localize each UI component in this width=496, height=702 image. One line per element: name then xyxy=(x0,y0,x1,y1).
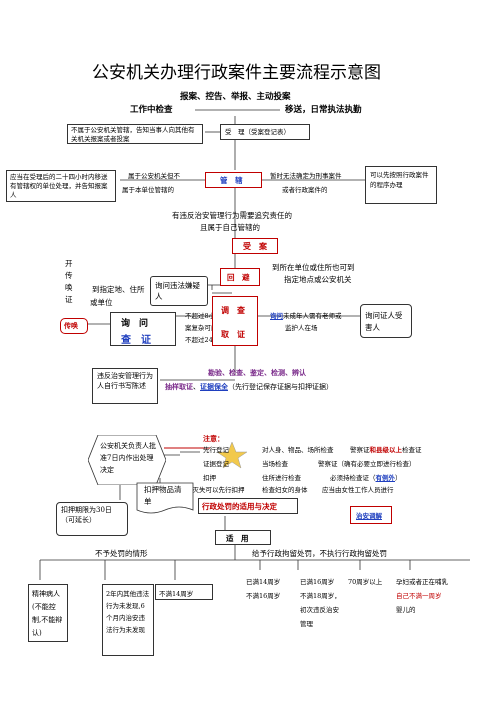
source-right: 移送，日常执法执勤 xyxy=(285,105,362,115)
ask-suspect-box: 询问违法嫌疑人 xyxy=(150,276,208,306)
age-label-10: 婴儿的 xyxy=(396,606,416,614)
summon-box: 传唤 xyxy=(60,318,88,334)
two-years-box: 2年内其他违法行为未发现,6个月内治安违法行为未发现 xyxy=(102,584,154,656)
age-label-2: 不满16周岁 xyxy=(246,592,281,600)
methods-label-2: 抽样取证、证据保全（先行登记保存证据与扣押证据） xyxy=(165,382,333,391)
left-label-1: 属于公安机关但不 xyxy=(128,172,180,180)
no-penalty-label: 不予处罚的情形 xyxy=(95,549,148,558)
at-unit-label: 到所在单位或住所也可到 xyxy=(272,263,355,272)
note-r3c3: 必须持检查证（有例外） xyxy=(330,474,402,482)
source-left: 工作中检查 xyxy=(130,105,173,115)
apply-box: 适 用 xyxy=(215,530,271,545)
note-r2c1: 证据登记 xyxy=(203,460,229,468)
or-unit-label: 或单位 xyxy=(90,298,113,307)
approval-hexagon xyxy=(88,435,166,485)
note-r2c3: 警察证（确有必要立即进行检查） xyxy=(318,460,416,468)
interrogate-label-1: 询 问 xyxy=(121,319,149,329)
age-label-4: 不满18周岁， xyxy=(300,592,341,600)
interrogate-label-2: 查 证 xyxy=(121,335,151,346)
right-label-1: 暂时无法确定为刑事案件 xyxy=(270,172,342,180)
age-label-8: 孕妇或者正在哺乳 xyxy=(396,578,448,586)
detain-period-box: 扣押期限为30日（可延长） xyxy=(56,502,128,536)
suspect-label-2: 且属于自己管辖的 xyxy=(200,223,260,232)
page-title: 公安机关办理行政案件主要流程示意图 xyxy=(92,63,381,83)
age-label-3: 已满16周岁 xyxy=(300,578,335,586)
v-char-3: 唤 xyxy=(65,283,73,292)
penalty-no-exec-label: 给予行政拘留处罚，不执行行政拘留处罚 xyxy=(252,549,387,558)
right-label-2: 或者行政案件的 xyxy=(282,186,328,194)
transfer-left-box: 应当在受理后的二十四小时内移送有管辖权的单位处理，并告知报案人 xyxy=(6,170,116,202)
criminal-box: 可以先按照行政案件的程序办理 xyxy=(365,166,437,204)
suspect-label-1: 有违反治安管理行为需要追究责任的 xyxy=(172,211,292,220)
note-r4c3: 应当由女性工作人员进行 xyxy=(322,486,394,494)
v-char-1: 开 xyxy=(65,259,73,268)
minor-label-2: 监护人在场 xyxy=(285,324,318,332)
approval-text: 公安机关负责人批准7日内作出处理决定 xyxy=(100,442,156,474)
penalty-box: 行政处罚的适用与决定 xyxy=(198,498,298,514)
jurisdiction-box: 管 辖 xyxy=(205,172,262,188)
under14-box: 不满14周岁 xyxy=(155,584,213,600)
age-label-9: 自己不满一周岁 xyxy=(396,592,442,600)
age-label-5: 初次违反治安 xyxy=(300,606,339,614)
to-place-label: 到指定地、住所 xyxy=(92,285,145,294)
ask-witness-box: 询问证人受害人 xyxy=(360,304,412,338)
mental-box: 精神病人(不能控制,不能辩认) xyxy=(28,584,68,642)
not-case-box: 不属于公安机关管辖，告知当事人向其他有关机关报案或者投案 xyxy=(67,124,203,144)
minor-label-1: 询问未成年人需有老师或 xyxy=(270,312,342,320)
investigate-label-1: 调 查 xyxy=(221,305,245,315)
mediation-box: 治安调解 xyxy=(350,506,392,524)
time-label-3: 不超过24小时 xyxy=(185,336,226,344)
v-char-2: 传 xyxy=(65,271,73,280)
case-box: 受 案 xyxy=(232,238,278,254)
note-r1c3: 警察证和县级以上检查证 xyxy=(350,446,422,454)
avoid-box: 回 避 xyxy=(220,268,260,286)
note-r1c2: 对人身、物品、场所检查 xyxy=(262,446,334,454)
v-char-4: 证 xyxy=(65,295,73,304)
detain-list-shape xyxy=(136,482,194,514)
note-label: 注意： xyxy=(203,434,224,443)
investigate-box: 调 查 取 证 xyxy=(212,296,258,346)
accept-box: 受 理（受案登记表） xyxy=(220,124,310,140)
time-label-1: 不超过8小时 xyxy=(185,312,222,320)
star-icon xyxy=(216,441,248,469)
age-label-6: 管理 xyxy=(300,620,313,628)
note-r4c2: 检查妇女的身体 xyxy=(262,486,308,494)
note-r1c1: 先行登记 xyxy=(203,446,229,454)
detain-list-text: 扣押物品清 单 xyxy=(144,485,189,506)
investigate-label-2: 取 证 xyxy=(221,329,245,339)
note-r3c2: 住所进行检查 xyxy=(262,474,301,482)
methods-label-1: 勘验、检查、鉴定、检测、辨认 xyxy=(208,368,306,377)
age-label-1: 已满14周岁 xyxy=(246,578,281,586)
left-label-2: 属于本单位管辖的 xyxy=(122,186,174,194)
time-label-2: 案复杂可能行拘 xyxy=(185,324,231,332)
designated-label: 指定地点或公安机关 xyxy=(284,275,352,284)
note-r3c1: 扣押 xyxy=(203,474,216,482)
self-statement-box: 违反治安管理行为人自行书写陈述 xyxy=(92,368,158,404)
source-top: 报案、控告、举报、主动投案 xyxy=(180,92,291,102)
note-r4c1: 为防止证据灭失可以先行扣押 xyxy=(160,486,245,494)
age-label-7: 70周岁以上 xyxy=(348,578,383,586)
interrogate-box: 询 问 查 证 xyxy=(110,312,176,346)
note-r2c2: 当场检查 xyxy=(262,460,288,468)
